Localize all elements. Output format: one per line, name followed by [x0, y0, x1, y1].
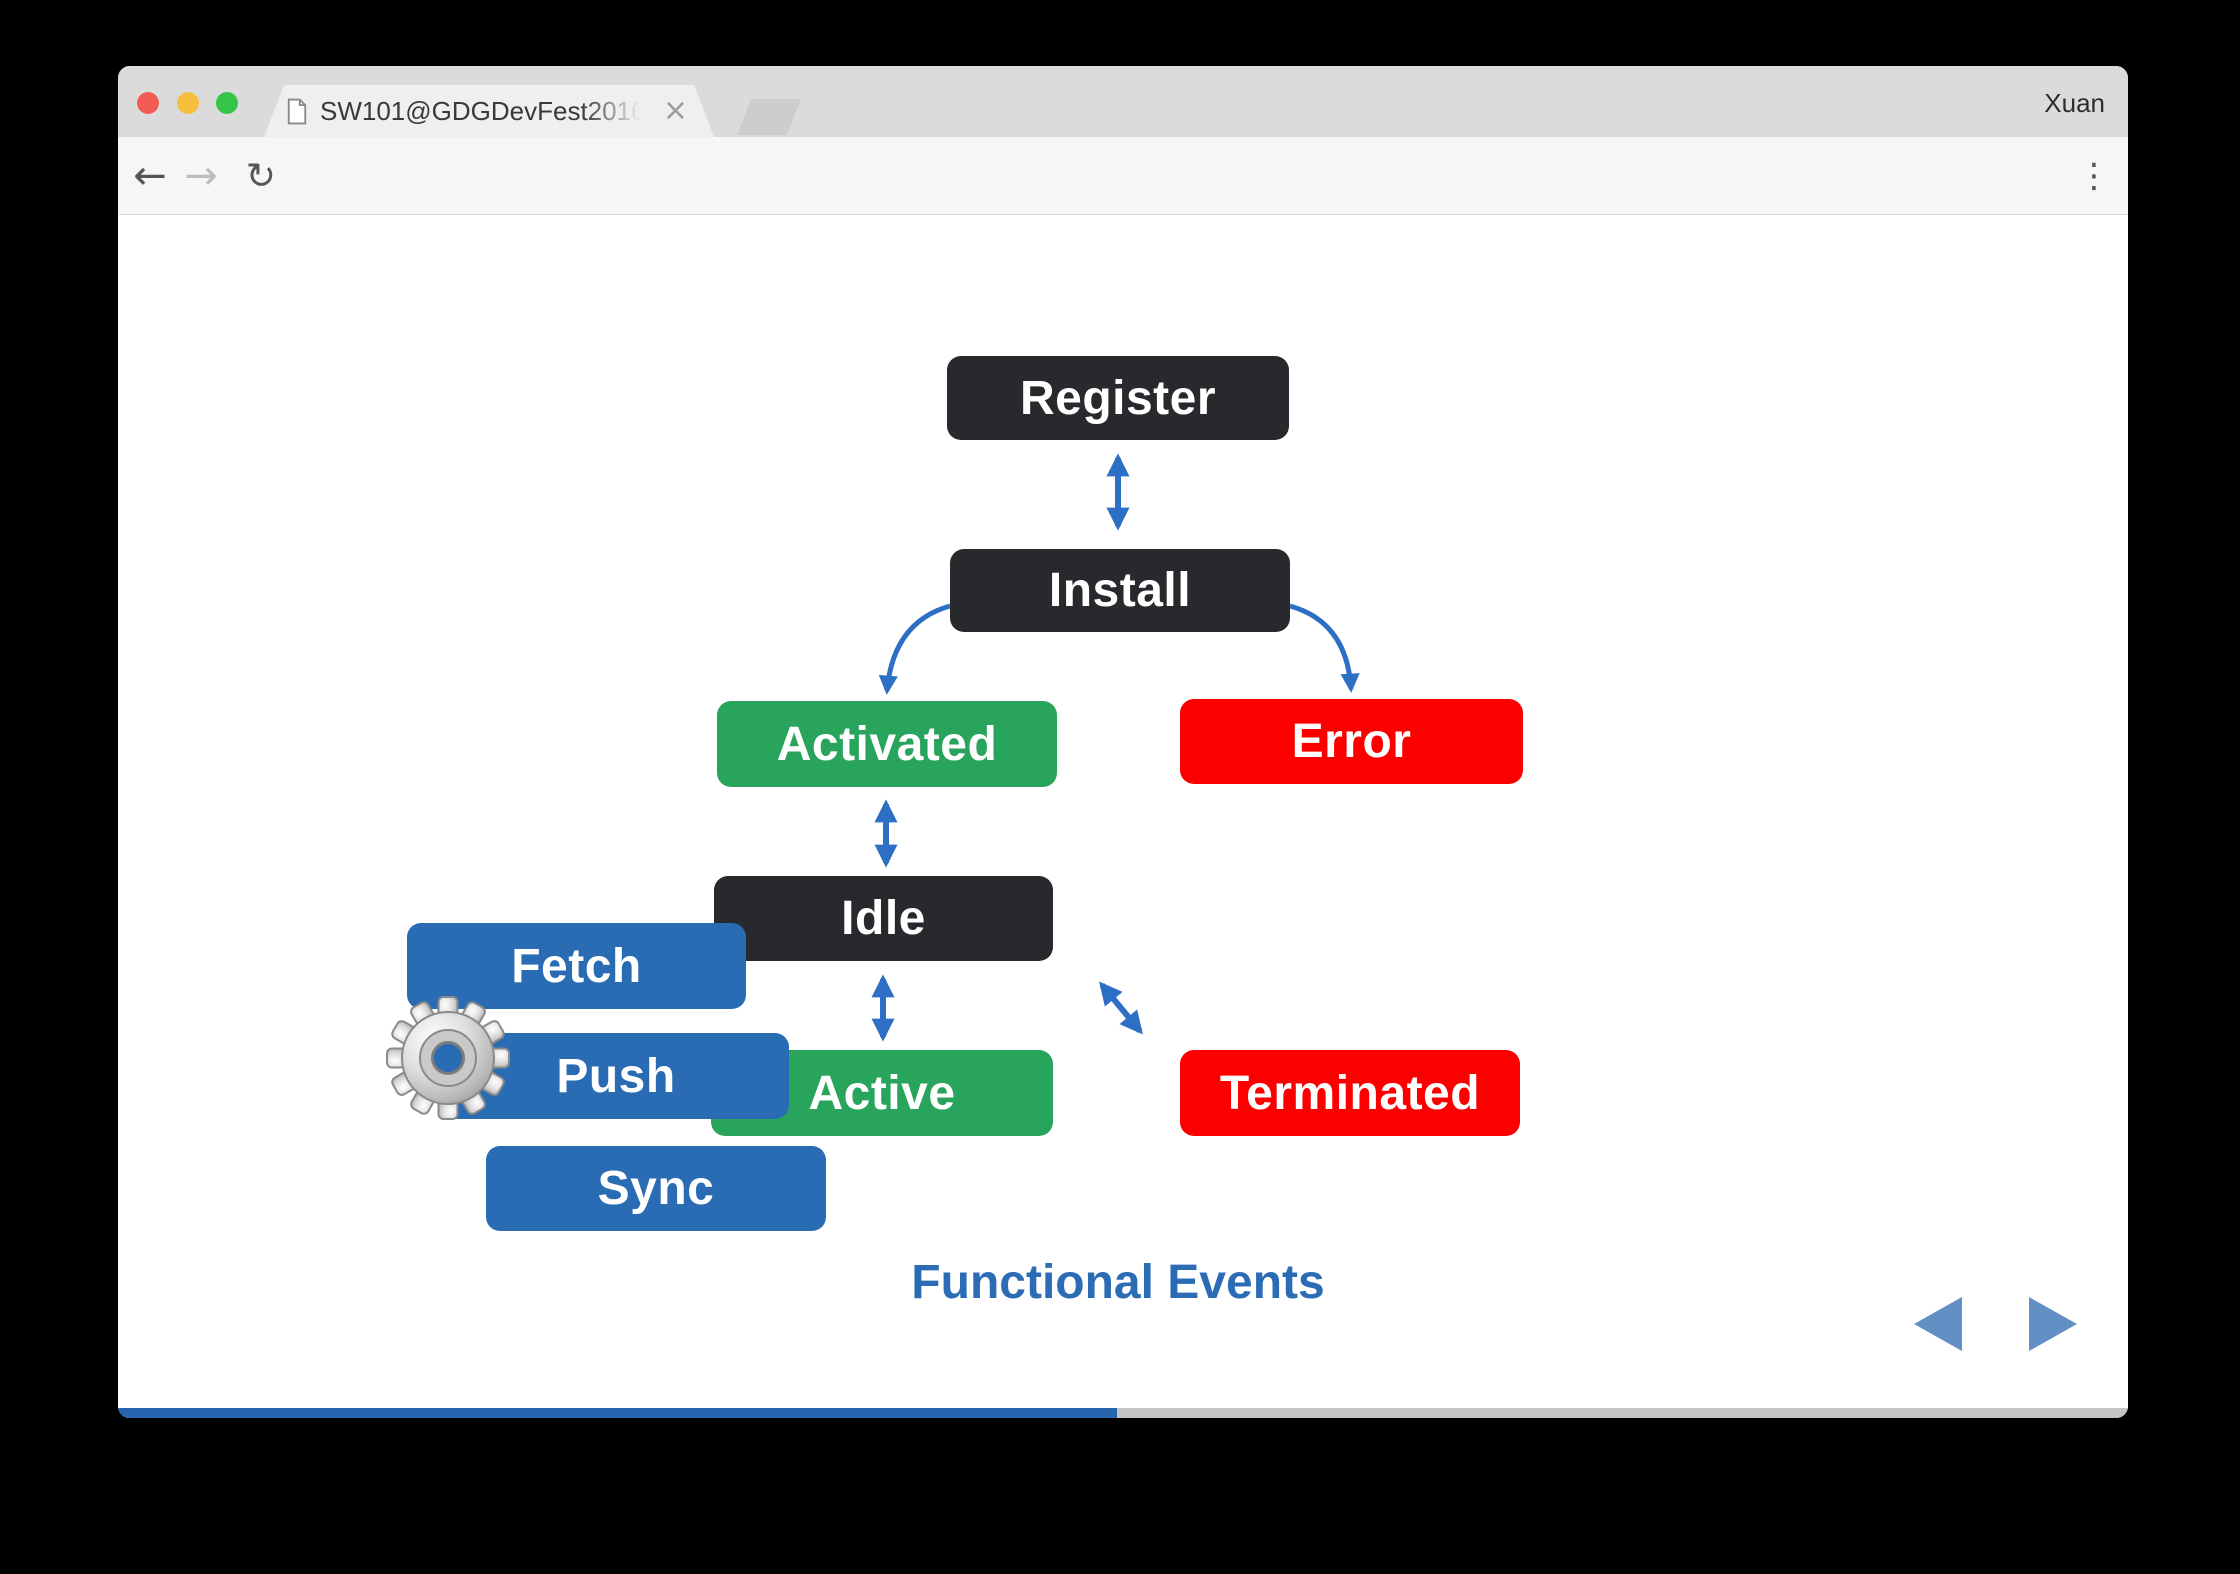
- forward-button[interactable]: →: [184, 153, 218, 199]
- state-idle: Idle: [714, 876, 1053, 961]
- state-error: Error: [1180, 699, 1523, 784]
- slide-caption: Functional Events: [911, 1256, 1325, 1309]
- back-button[interactable]: ←: [133, 153, 167, 199]
- event-sync: Sync: [486, 1146, 826, 1231]
- slide-progress-fill: [118, 1408, 1117, 1418]
- browser-window: SW101@GDGDevFest2016 - ( × Xuan ← → ↻ i …: [118, 66, 2128, 1418]
- gear-icon: [386, 996, 510, 1120]
- event-fetch: Fetch: [407, 923, 746, 1009]
- slide-content: Register Install Activated Error Idle Fe…: [118, 215, 2128, 1418]
- arrow-install-activated: [878, 603, 951, 695]
- profile-name[interactable]: Xuan: [2044, 88, 2105, 118]
- arrow-install-error: [1289, 603, 1360, 693]
- page-favicon-icon: [287, 98, 307, 124]
- tab-close-icon[interactable]: ×: [662, 93, 688, 128]
- state-activated: Activated: [717, 701, 1057, 787]
- browser-tab[interactable]: SW101@GDGDevFest2016 - ( ×: [264, 85, 714, 137]
- state-terminated: Terminated: [1180, 1050, 1520, 1136]
- reload-button[interactable]: ↻: [245, 155, 277, 197]
- state-register: Register: [947, 356, 1289, 440]
- arrow-idle-terminated: [1099, 981, 1143, 1035]
- flow-arrows: [871, 453, 1360, 1042]
- menu-icon[interactable]: ⋮: [2077, 156, 2111, 196]
- next-slide-button[interactable]: [2029, 1297, 2077, 1351]
- event-push: Push: [443, 1033, 789, 1119]
- close-window-button[interactable]: [137, 92, 159, 114]
- zoom-window-button[interactable]: [216, 92, 238, 114]
- slide-progress-track: [118, 1408, 2128, 1418]
- tab-strip: SW101@GDGDevFest2016 - ( × Xuan: [118, 66, 2128, 137]
- new-tab-button[interactable]: [737, 99, 801, 135]
- minimize-window-button[interactable]: [177, 92, 199, 114]
- browser-toolbar: ← → ↻ i https://huangxuan.me/sw-101-gdgd…: [118, 137, 2128, 273]
- tab-title: SW101@GDGDevFest2016 - (: [320, 95, 640, 126]
- state-install: Install: [950, 549, 1290, 632]
- prev-slide-button[interactable]: [1914, 1297, 1962, 1351]
